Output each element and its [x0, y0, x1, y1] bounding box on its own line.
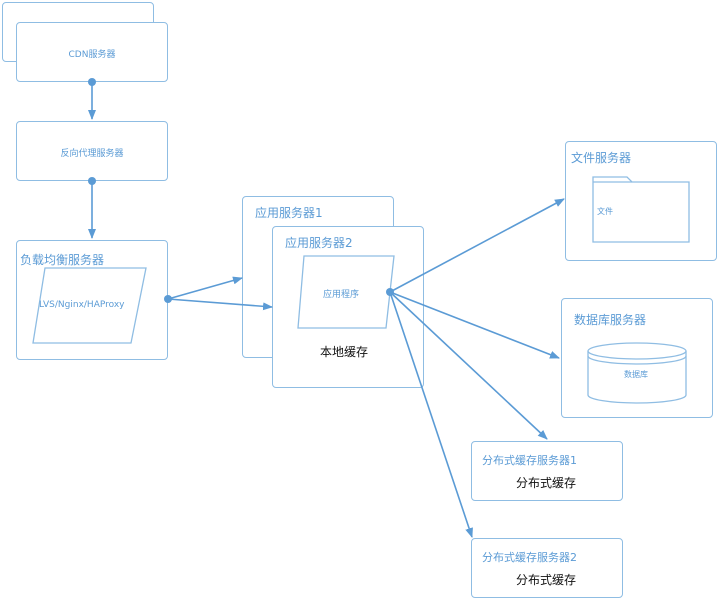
app-to-file-arrow	[389, 198, 565, 293]
folder-icon	[592, 176, 690, 243]
local-cache-label: 本地缓存	[320, 345, 369, 359]
proxy-connector-dot	[88, 177, 96, 185]
load-balancer-software-shape	[32, 267, 147, 344]
dist-cache-server-1[interactable]: 分布式缓存服务器1 分布式缓存	[471, 441, 623, 501]
lb-to-app2-arrow	[167, 298, 273, 311]
app-server-2-title: 应用服务器2	[285, 236, 353, 250]
database-label: 数据库	[624, 370, 648, 379]
cdn-connector-dot	[88, 78, 96, 86]
app-server-1-title: 应用服务器1	[255, 206, 323, 220]
cdn-server[interactable]: CDN服务器	[16, 22, 168, 82]
lb-to-app1-arrow	[167, 276, 243, 300]
db-server-title: 数据库服务器	[574, 313, 647, 327]
cdn-server-label: CDN服务器	[68, 50, 116, 60]
load-balancer-title: 负载均衡服务器	[20, 253, 105, 267]
database-icon	[587, 342, 687, 404]
app-to-cache2-arrow	[389, 291, 473, 538]
app-connector-dot	[386, 288, 394, 296]
file-server-title: 文件服务器	[571, 151, 632, 165]
dist-cache-1-title: 分布式缓存服务器1	[482, 454, 577, 467]
dist-cache-2-title: 分布式缓存服务器2	[482, 551, 577, 564]
load-balancer-software-label: LVS/Nginx/HAProxy	[39, 300, 125, 310]
dist-cache-2-content: 分布式缓存	[516, 573, 577, 587]
reverse-proxy-label: 反向代理服务器	[60, 149, 124, 159]
app-program-label: 应用程序	[323, 290, 360, 300]
folder-label: 文件	[597, 207, 613, 216]
dist-cache-1-content: 分布式缓存	[516, 476, 577, 490]
app-program-shape	[297, 255, 395, 329]
lb-connector-dot	[164, 295, 172, 303]
app-to-cache1-arrow	[389, 291, 548, 440]
app-to-db-arrow	[389, 291, 560, 359]
dist-cache-server-2[interactable]: 分布式缓存服务器2 分布式缓存	[471, 538, 623, 598]
